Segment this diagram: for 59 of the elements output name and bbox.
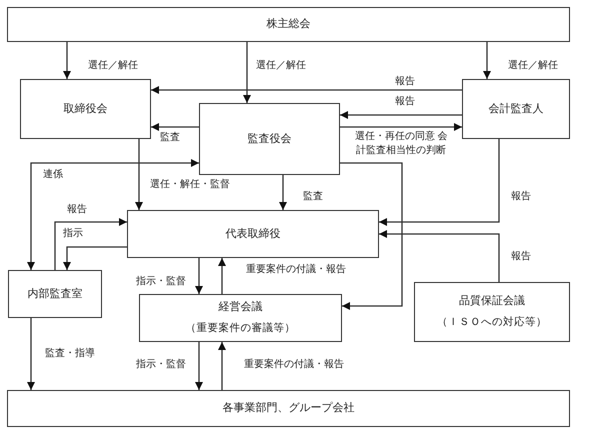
arrow: [27, 159, 199, 270]
org-box: [199, 103, 340, 175]
box-title: 監査役会: [248, 132, 292, 146]
org-box: [8, 270, 102, 318]
edge-label: 報告: [511, 250, 531, 264]
arrow: [151, 123, 199, 131]
arrow: [135, 139, 143, 210]
edge-label: 重要案件の付議・報告: [244, 358, 344, 372]
edge-label: 指示・監督: [136, 275, 186, 288]
org-box: [7, 7, 570, 42]
edge-label: 監査: [160, 131, 180, 144]
arrow: [63, 42, 71, 79]
box-title: 各事業部門、グループ会社: [222, 401, 354, 416]
edge-label: 指示: [63, 227, 83, 240]
arrow: [379, 139, 500, 226]
edge-label: 報告: [511, 190, 531, 204]
org-box: [414, 282, 570, 342]
box-title: 経営会議: [218, 300, 262, 314]
box-title: 会計監査人: [488, 102, 544, 116]
org-box: [127, 210, 379, 258]
edge-label: 選任／解任: [256, 59, 306, 72]
org-box: [462, 79, 570, 139]
box-title: 取締役会: [64, 102, 108, 116]
arrow: [340, 162, 403, 310]
edge-label: 選任・解任・監督: [150, 178, 230, 192]
edge-label: 報告: [67, 203, 87, 216]
edge-label: 重要案件の付議・報告: [246, 263, 346, 276]
box-note: （重要案件の審議等）: [186, 322, 296, 336]
arrow: [379, 230, 500, 282]
arrow: [340, 111, 462, 119]
org-box: [7, 390, 570, 427]
arrow: [243, 42, 251, 103]
box-title: 代表取締役: [226, 226, 280, 242]
box-note: （ＩＳＯへの対応等）: [437, 316, 547, 330]
edge-label: 連係: [43, 168, 63, 182]
edge-label: 監査・指導: [45, 347, 95, 360]
edge-label: 選任／解任: [88, 59, 138, 72]
arrow: [218, 342, 226, 390]
arrow: [151, 86, 462, 94]
box-title: 株主総会: [266, 17, 310, 32]
edge-label: 監査: [303, 190, 323, 204]
edge-label: 指示・監督: [136, 358, 186, 372]
edge-label: 報告: [395, 75, 415, 88]
box-title: 内部監査室: [28, 286, 82, 302]
arrow: [27, 318, 35, 390]
edge-label: 選任・再任の同意 会計監査相当性の判断: [354, 130, 448, 157]
arrow: [279, 175, 287, 210]
arrow: [63, 246, 127, 270]
arrow: [195, 342, 203, 390]
edge-label: 選任／解任: [508, 59, 558, 72]
arrow: [483, 42, 491, 79]
arrow: [218, 258, 226, 294]
org-box: [20, 79, 151, 139]
org-box: [139, 294, 342, 342]
arrow: [54, 218, 127, 270]
arrow: [195, 258, 203, 294]
arrow: [340, 123, 462, 131]
box-title: 品質保証会議: [459, 294, 525, 308]
edge-label: 報告: [395, 95, 415, 108]
